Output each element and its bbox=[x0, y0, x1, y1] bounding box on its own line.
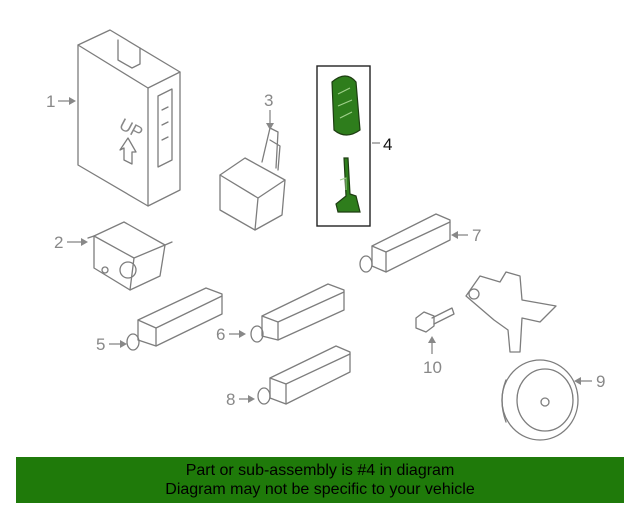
part-8-connector[interactable] bbox=[257, 345, 351, 405]
svg-text:5: 5 bbox=[96, 335, 105, 354]
up-label: UP bbox=[116, 115, 146, 143]
part-7-connector[interactable] bbox=[359, 213, 451, 273]
callout-10: 10 bbox=[423, 336, 442, 377]
callout-6: 6 bbox=[216, 325, 246, 344]
svg-text:3: 3 bbox=[264, 91, 273, 110]
callout-1: 1 bbox=[46, 92, 76, 111]
part-1-control-module[interactable]: UP bbox=[77, 29, 181, 207]
part-4-key-fob[interactable] bbox=[316, 65, 371, 227]
callout-7: 7 bbox=[451, 226, 481, 245]
svg-text:1: 1 bbox=[46, 92, 55, 111]
svg-text:8: 8 bbox=[226, 390, 235, 409]
part-5-connector[interactable] bbox=[126, 287, 223, 351]
callout-8: 8 bbox=[226, 390, 255, 409]
svg-text:9: 9 bbox=[596, 372, 605, 391]
svg-text:4: 4 bbox=[383, 135, 392, 154]
callout-9: 9 bbox=[574, 372, 605, 391]
part-10-bolt[interactable] bbox=[415, 307, 455, 333]
banner-line-2: Diagram may not be specific to your vehi… bbox=[165, 481, 475, 498]
svg-text:6: 6 bbox=[216, 325, 225, 344]
info-banner: Part or sub-assembly is #4 in diagram Di… bbox=[16, 457, 624, 503]
svg-text:7: 7 bbox=[472, 226, 481, 245]
callout-5: 5 bbox=[96, 335, 127, 354]
callout-4: 4 bbox=[372, 135, 392, 154]
callout-2: 2 bbox=[54, 233, 88, 252]
part-9-horn[interactable] bbox=[465, 271, 579, 441]
svg-text:10: 10 bbox=[423, 358, 442, 377]
part-2-sensor[interactable] bbox=[87, 221, 173, 291]
callout-3: 3 bbox=[264, 91, 274, 130]
part-3-module-bracket[interactable] bbox=[219, 127, 286, 231]
parts-diagram: UP 1 2 3 4 bbox=[46, 29, 605, 441]
part-6-connector[interactable] bbox=[250, 283, 345, 343]
banner-line-1: Part or sub-assembly is #4 in diagram bbox=[185, 462, 455, 479]
svg-text:2: 2 bbox=[54, 233, 63, 252]
